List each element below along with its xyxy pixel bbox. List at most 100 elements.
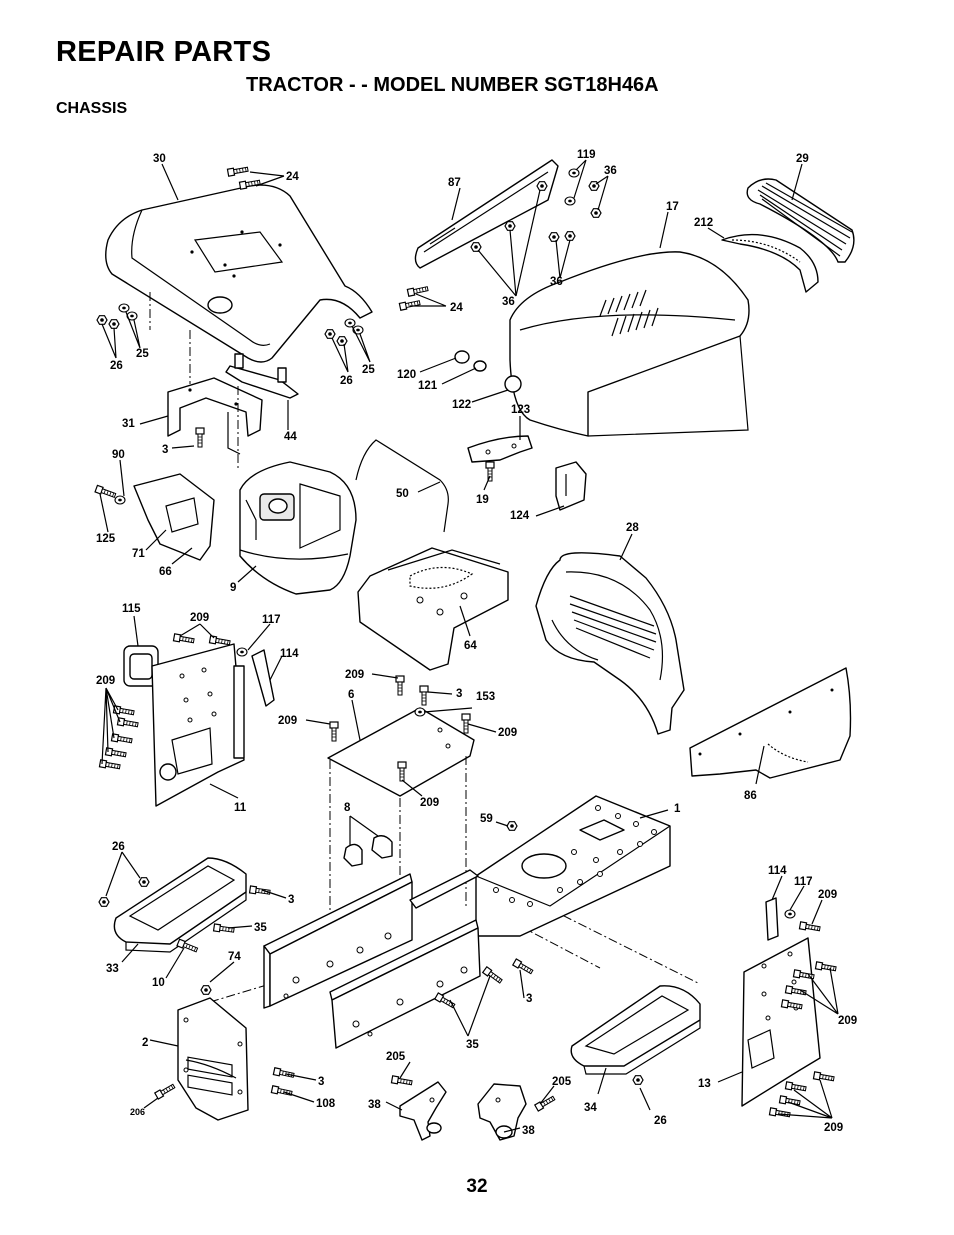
callout-209: 209 — [278, 715, 297, 727]
section-heading: CHASSIS — [56, 100, 128, 117]
front-plate-part — [177, 997, 249, 1121]
callout-209: 209 — [190, 612, 209, 624]
dash-bracket-part — [167, 377, 263, 455]
callout-9: 9 — [230, 582, 236, 594]
callout-11: 11 — [234, 802, 247, 814]
right-footrest-part — [570, 985, 701, 1075]
callout-31: 31 — [122, 418, 135, 430]
dash-support-part — [414, 159, 559, 269]
right-mount-bar-part — [765, 897, 779, 941]
callout-2: 2 — [142, 1037, 148, 1049]
hood-pivot-parts — [454, 350, 522, 393]
callout-24: 24 — [450, 302, 463, 314]
callout-labels: 30 24 87 119 36 29 17 212 36 24 36 25 26… — [96, 149, 857, 1137]
callout-1: 1 — [674, 803, 681, 815]
callout-153: 153 — [476, 691, 495, 703]
callout-205: 205 — [552, 1076, 572, 1088]
callout-205: 205 — [386, 1051, 406, 1063]
mount-bar-part — [233, 649, 275, 759]
callout-108: 108 — [316, 1098, 336, 1110]
model-heading: TRACTOR - - MODEL NUMBER SGT18H46A — [246, 74, 659, 96]
callout-212: 212 — [694, 217, 713, 229]
callout-25: 25 — [136, 348, 149, 360]
grille-frame-part — [721, 233, 819, 293]
hood-catch-part — [555, 461, 587, 511]
callout-30: 30 — [153, 153, 166, 165]
callout-35: 35 — [466, 1039, 479, 1051]
callout-28: 28 — [626, 522, 639, 534]
left-mount-bracket-part — [399, 1081, 447, 1141]
callout-121: 121 — [418, 380, 438, 392]
pivot-bracket-part — [225, 353, 299, 399]
page-title: REPAIR PARTS — [56, 36, 272, 68]
battery-plate-part — [327, 707, 475, 797]
callout-86: 86 — [744, 790, 757, 802]
callout-26: 26 — [110, 360, 123, 372]
hood-bracket-part — [467, 435, 533, 463]
callout-59: 59 — [480, 813, 493, 825]
callout-114: 114 — [280, 648, 299, 660]
callout-3: 3 — [288, 894, 294, 906]
hood-part — [509, 251, 750, 437]
callout-209: 209 — [838, 1015, 857, 1027]
callout-209: 209 — [824, 1122, 843, 1134]
callout-13: 13 — [698, 1078, 711, 1090]
hood-rod-part — [355, 439, 449, 533]
side-panel-part — [689, 667, 852, 779]
fender-part — [535, 552, 685, 735]
callout-119: 119 — [577, 149, 596, 161]
callout-6: 6 — [348, 689, 354, 701]
callout-10: 10 — [152, 977, 165, 989]
callout-3: 3 — [318, 1076, 324, 1088]
callout-209: 209 — [96, 675, 115, 687]
callout-3: 3 — [456, 688, 462, 700]
callout-50: 50 — [396, 488, 409, 500]
callout-29: 29 — [796, 153, 809, 165]
callout-33: 33 — [106, 963, 119, 975]
callout-209: 209 — [420, 797, 439, 809]
left-side-plate-part — [151, 643, 245, 807]
dash-cover-part — [133, 473, 215, 561]
callout-206: 206 — [130, 1107, 145, 1117]
dash-panel-part — [105, 184, 373, 363]
callout-44: 44 — [284, 431, 297, 443]
callout-36: 36 — [604, 165, 617, 177]
battery-clip-part — [343, 835, 393, 867]
callout-25: 25 — [362, 364, 375, 376]
callout-114: 114 — [768, 865, 787, 877]
callout-71: 71 — [132, 548, 145, 560]
callout-26: 26 — [654, 1115, 667, 1127]
callout-123: 123 — [511, 404, 530, 416]
callout-19: 19 — [476, 494, 489, 506]
main-frame-part — [263, 795, 671, 1049]
callout-8: 8 — [344, 802, 351, 814]
right-side-plate-part — [741, 937, 821, 1107]
callout-125: 125 — [96, 533, 116, 545]
callout-124: 124 — [510, 510, 530, 522]
callout-90: 90 — [112, 449, 125, 461]
callout-209: 209 — [498, 727, 517, 739]
callout-115: 115 — [122, 603, 141, 615]
left-footrest-part — [113, 857, 247, 953]
callout-3: 3 — [526, 993, 532, 1005]
fuel-tank-part — [239, 461, 357, 595]
callout-87: 87 — [448, 177, 461, 189]
page-number: 32 — [466, 1176, 488, 1197]
callout-74: 74 — [228, 951, 241, 963]
callout-117: 117 — [794, 876, 813, 888]
callout-209: 209 — [345, 669, 364, 681]
callout-122: 122 — [452, 399, 471, 411]
callout-26: 26 — [112, 841, 125, 853]
callout-3: 3 — [162, 444, 168, 456]
callout-34: 34 — [584, 1102, 597, 1114]
callout-17: 17 — [666, 201, 679, 213]
callout-36: 36 — [550, 276, 563, 288]
right-mount-bracket-part — [477, 1083, 527, 1141]
callout-64: 64 — [464, 640, 477, 652]
callout-26: 26 — [340, 375, 353, 387]
leader-lines — [99, 159, 839, 1133]
callout-120: 120 — [397, 369, 416, 381]
dash-frame-support-part — [357, 547, 509, 671]
callout-66: 66 — [159, 566, 172, 578]
